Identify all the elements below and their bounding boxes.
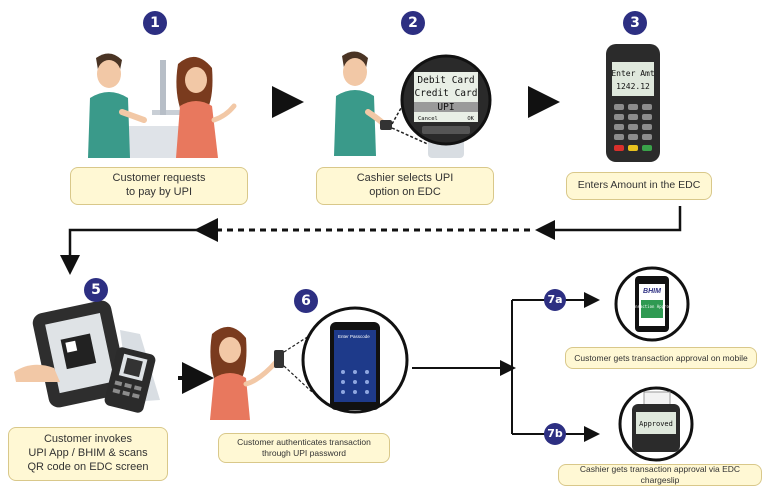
step7b-illustration: Approved <box>618 386 694 462</box>
arrow-3-return <box>535 206 682 240</box>
step6-illustration: Enter Passcode <box>210 306 409 420</box>
step-6-caption: Customer authenticates transaction throu… <box>218 433 390 463</box>
menu-option-credit: Credit Card <box>415 88 478 99</box>
step-2-badge: 2 <box>401 11 425 35</box>
cashier-figure <box>88 53 147 158</box>
edc-amount-screen <box>612 62 654 96</box>
step-7b-badge: 7b <box>544 423 566 445</box>
step-6-badge: 6 <box>294 289 318 313</box>
edc-amount-prompt: Enter Amt <box>611 69 655 78</box>
menu-option-debit: Debit Card <box>417 75 474 86</box>
edc-keypad <box>614 104 652 140</box>
customer-figure-female <box>176 56 237 158</box>
approval-text-mobile: Transaction Approved <box>628 304 677 309</box>
step-1-badge: 1 <box>143 11 167 35</box>
step-2-caption: Cashier selects UPI option on EDC <box>316 167 494 205</box>
step-1-caption: Customer requests to pay by UPI <box>70 167 248 205</box>
qr-code-on-phone <box>60 333 97 370</box>
menu-highlight-upi <box>414 102 478 112</box>
chargeslip-paper <box>643 391 671 407</box>
menu-option-upi: UPI <box>437 102 454 113</box>
edc-menu-screen <box>414 72 478 122</box>
step-5-caption: Customer invokes UPI App / BHIM & scans … <box>8 427 168 481</box>
handheld-edc <box>380 120 392 130</box>
step-3-badge: 3 <box>623 11 647 35</box>
customer-hand <box>14 364 60 382</box>
edc-amount-value: 1242.12 <box>616 82 650 91</box>
step-7a-badge: 7a <box>544 289 566 311</box>
step2-illustration: Debit Card Credit Card UPI Cancel OK <box>334 51 492 158</box>
arrow-down-to-5 <box>60 228 200 275</box>
step-5-badge: 5 <box>84 278 108 302</box>
passcode-header: Enter Passcode <box>338 334 370 339</box>
step-7b-caption: Cashier gets transaction approval via ED… <box>558 464 762 486</box>
pos-terminal <box>160 60 166 115</box>
step-7a-caption: Customer gets transaction approval on mo… <box>565 347 757 369</box>
step7a-illustration: BHIM Transaction Approved <box>614 266 690 342</box>
step-3-caption: Enters Amount in the EDC <box>566 172 712 200</box>
step1-illustration <box>88 53 237 158</box>
bhim-logo-text: BHIM <box>643 288 661 295</box>
approval-banner <box>641 300 663 318</box>
passcode-keypad <box>341 370 369 394</box>
step3-edc-terminal: Enter Amt 1242.12 <box>606 44 660 162</box>
step5-illustration <box>14 300 160 413</box>
menu-cancel-key: Cancel <box>418 116 438 122</box>
chargeslip-approved-text: Approved <box>639 420 673 428</box>
menu-ok-key: OK <box>467 116 474 122</box>
